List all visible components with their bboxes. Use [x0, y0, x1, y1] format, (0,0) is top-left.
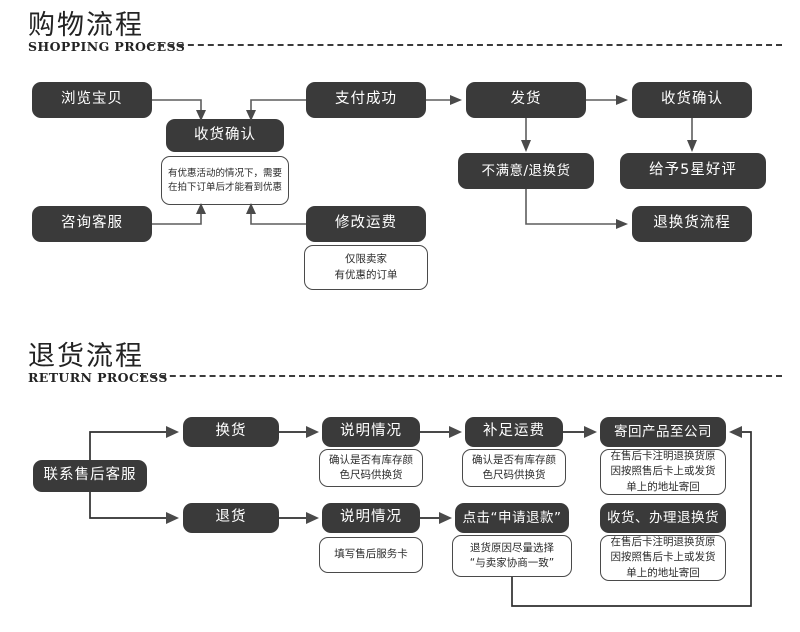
note-service-card: 填写售后服务卡 [319, 537, 423, 573]
node-click-apply-refund[interactable]: 点击“申请退款” [455, 503, 569, 533]
node-contact-after-sales[interactable]: 联系售后客服 [33, 460, 147, 492]
section-title-en-shopping: SHOPPING PROCESS [28, 39, 186, 54]
note-process-return-address: 在售后卡注明退换货原因按照售后卡上或发货单上的地址寄回 [600, 535, 726, 581]
note-refund-reason: 退货原因尽量选择 “与卖家协商一致” [452, 535, 572, 577]
note-refund-reason-line2: “与卖家协商一致” [469, 557, 555, 569]
node-return-exchange-flow[interactable]: 退换货流程 [632, 206, 752, 242]
arrowhead-ship-receive [616, 95, 628, 105]
link-dissatisfied-to-returnflow [525, 189, 618, 225]
node-browse-product[interactable]: 浏览宝贝 [32, 82, 152, 118]
node-process-return-exchange[interactable]: 收货、办理退换货 [600, 503, 726, 533]
arrowhead-loop-sendback [729, 426, 742, 438]
note-exchange-stock: 确认是否有库存颜色尺码供换货 [319, 449, 423, 487]
heading-divider-shopping [148, 44, 782, 46]
node-explain-situation-exchange[interactable]: 说明情况 [322, 417, 420, 447]
node-dissatisfied-return[interactable]: 不满意/退换货 [458, 153, 594, 189]
note-send-back-address: 在售后卡注明退换货原因按照售后卡上或发货单上的地址寄回 [600, 449, 726, 495]
note-service-card-text: 填写售后服务卡 [334, 548, 408, 561]
link-contact-to-refund [89, 492, 168, 519]
node-payment-success[interactable]: 支付成功 [306, 82, 426, 118]
note-send-back-text: 在售后卡注明退换货原因按照售后卡上或发货单上的地址寄回 [610, 450, 716, 493]
arrowhead-explain-clickrefund [439, 512, 452, 524]
node-pay-freight[interactable]: 补足运费 [465, 417, 563, 447]
node-modify-freight[interactable]: 修改运费 [306, 206, 426, 242]
link-pay-to-confirm [250, 99, 306, 112]
arrowhead-freight-sendback [584, 426, 597, 438]
node-order-confirm[interactable]: 收货确认 [166, 119, 284, 152]
node-exchange[interactable]: 换货 [183, 417, 279, 447]
link-consult-to-note [152, 213, 202, 225]
section-heading-return: 退货流程 RETURN PROCESS [28, 343, 168, 385]
note-refund-reason-line1: 退货原因尽量选择 [470, 541, 554, 554]
arrowhead-exchange-explain [306, 426, 319, 438]
node-explain-situation-refund[interactable]: 说明情况 [322, 503, 420, 533]
note-discount-text: 有优惠活动的情况下，需要在拍下订单后才能看到优惠 [168, 167, 283, 193]
link-freight-to-note [250, 213, 306, 225]
note-freight-info: 仅限卖家 有优惠的订单 [304, 245, 428, 290]
note-process-return-text: 在售后卡注明退换货原因按照售后卡上或发货单上的地址寄回 [610, 536, 716, 579]
node-consult-service[interactable]: 咨询客服 [32, 206, 152, 242]
section-title-en-return: RETURN PROCESS [28, 370, 168, 385]
note-freight-stock-text: 确认是否有库存颜色尺码供换货 [472, 453, 556, 481]
arrowhead-receive-fivestar [687, 140, 697, 152]
arrowhead-refund-explain [306, 512, 319, 524]
note-freight-stock: 确认是否有库存颜色尺码供换货 [462, 449, 566, 487]
note-exchange-stock-text: 确认是否有库存颜色尺码供换货 [329, 453, 413, 481]
heading-divider-return [140, 375, 782, 377]
arrowhead-contact-exchange [166, 426, 179, 438]
node-five-star-review[interactable]: 给予5星好评 [620, 153, 766, 189]
node-send-back-to-company[interactable]: 寄回产品至公司 [600, 417, 726, 447]
section-title-cn-shopping: 购物流程 [28, 10, 144, 41]
section-title-cn-return: 退货流程 [28, 341, 144, 372]
note-freight-line1: 仅限卖家 [345, 253, 387, 266]
note-discount-info: 有优惠活动的情况下，需要在拍下订单后才能看到优惠 [161, 156, 289, 205]
arrowhead-explain-freight [449, 426, 462, 438]
section-heading-shopping: 购物流程 SHOPPING PROCESS [28, 12, 185, 54]
arrowhead-pay-ship [450, 95, 462, 105]
arrowhead-contact-refund [166, 512, 179, 524]
arrowhead-dissatisfied-returnflow [616, 219, 628, 229]
node-refund[interactable]: 退货 [183, 503, 279, 533]
arrowhead-ship-dissatisfied [521, 140, 531, 152]
note-freight-line2: 有优惠的订单 [334, 268, 398, 281]
node-receive-confirm[interactable]: 收货确认 [632, 82, 752, 118]
link-contact-to-exchange [89, 431, 168, 460]
link-browse-to-confirm [152, 99, 202, 112]
node-shipment[interactable]: 发货 [466, 82, 586, 118]
